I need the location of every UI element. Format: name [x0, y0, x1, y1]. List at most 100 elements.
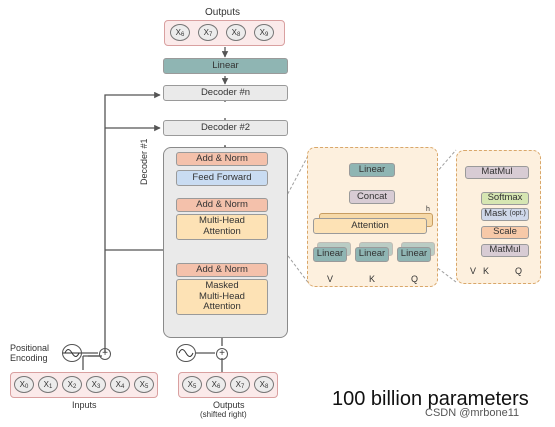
- add-norm-label: Add & Norm: [196, 263, 248, 275]
- output-token-base: X: [203, 28, 209, 37]
- input-token-subscript: 5: [145, 383, 149, 390]
- add-norm-label: Add & Norm: [196, 152, 248, 164]
- attention-label: Attention: [351, 219, 389, 231]
- shifted-token-subscript: 6: [217, 383, 221, 390]
- shifted-token-subscript: 5: [193, 383, 197, 390]
- sine-wave-icon-right: [176, 344, 196, 362]
- decoder-2-label: Decoder #2: [200, 121, 251, 133]
- matmul-top-label: MatMul: [481, 166, 513, 178]
- scale-label: Scale: [493, 226, 517, 238]
- shifted-right-label: (shifted right): [200, 410, 247, 419]
- sd-input-v: V: [470, 266, 477, 276]
- watermark-text: CSDN @mrbone11: [425, 407, 520, 419]
- linear-label: Linear: [212, 59, 239, 71]
- positional-encoding-label: Positional Encoding: [10, 343, 50, 364]
- mh-input-v: V: [327, 274, 334, 284]
- input-token-base: X: [115, 380, 121, 389]
- shifted-token-subscript: 8: [265, 383, 269, 390]
- output-token-base: X: [231, 28, 237, 37]
- feed-forward-box: Feed Forward: [176, 170, 268, 186]
- caption-text: 100 billion parameters: [332, 388, 529, 410]
- mask-box: Mask (opt.): [481, 208, 529, 221]
- softmax-label: Softmax: [487, 192, 523, 204]
- add-icon-left: +: [99, 348, 111, 360]
- input-token-base: X: [139, 380, 145, 389]
- shifted-token-base: X: [259, 380, 265, 389]
- heads-label: h: [426, 206, 430, 213]
- mh-linear-label: Linear: [316, 248, 344, 260]
- sine-wave-icon-left: [62, 344, 82, 362]
- mh-linear-box: Linear: [397, 247, 431, 262]
- output-token-subscript: 7: [209, 31, 213, 38]
- input-token-base: X: [43, 380, 49, 389]
- decoder-1-title: Decoder #1: [139, 138, 149, 185]
- attention-box: Attention: [313, 218, 427, 234]
- add-icon-right: +: [216, 348, 228, 360]
- softmax-box: Softmax: [481, 192, 529, 205]
- input-token-subscript: 0: [25, 383, 29, 390]
- input-token-subscript: 3: [97, 383, 101, 390]
- linear-output-box: Linear: [163, 58, 288, 74]
- mh-linear-top-box: Linear: [349, 163, 395, 177]
- masked-multi-head-attention-box: Masked Multi-Head Attention: [176, 279, 268, 315]
- input-token-subscript: 1: [49, 383, 53, 390]
- concat-label: Concat: [356, 190, 388, 202]
- input-token-subscript: 2: [73, 383, 77, 390]
- multi-head-attention-label: Multi-Head Attention: [199, 215, 245, 237]
- scale-box: Scale: [481, 226, 529, 239]
- decoder-n-box: Decoder #n: [163, 85, 288, 101]
- output-token-subscript: 9: [265, 31, 269, 38]
- output-token-base: X: [175, 28, 181, 37]
- add-norm-box-middle: Add & Norm: [176, 198, 268, 212]
- input-token-base: X: [67, 380, 73, 389]
- output-token-subscript: 8: [237, 31, 241, 38]
- add-norm-box-bottom: Add & Norm: [176, 263, 268, 277]
- shifted-token-base: X: [211, 380, 217, 389]
- sd-input-k: K: [483, 266, 490, 276]
- multi-head-attention-box: Multi-Head Attention: [176, 214, 268, 240]
- output-token-base: X: [259, 28, 265, 37]
- input-token-subscript: 4: [121, 383, 125, 390]
- matmul-top-box: MatMul: [465, 166, 529, 179]
- sd-input-q: Q: [515, 266, 523, 276]
- mh-linear-label: Linear: [400, 248, 428, 260]
- shifted-token-base: X: [235, 380, 241, 389]
- inputs-label: Inputs: [72, 400, 97, 410]
- mask-optional-label: (opt.): [509, 210, 526, 218]
- mh-linear-top-label: Linear: [358, 163, 386, 175]
- mh-input-q: Q: [411, 274, 419, 284]
- mh-linear-label: Linear: [358, 248, 386, 260]
- add-norm-label: Add & Norm: [196, 198, 248, 210]
- input-tokens-panel: [10, 372, 158, 398]
- mh-linear-box: Linear: [313, 247, 347, 262]
- input-token-base: X: [19, 380, 25, 389]
- outputs-title: Outputs: [205, 7, 241, 18]
- feed-forward-label: Feed Forward: [192, 171, 252, 183]
- mh-linear-box: Linear: [355, 247, 389, 262]
- add-norm-box-top: Add & Norm: [176, 152, 268, 166]
- matmul-bottom-box: MatMul: [481, 244, 529, 257]
- masked-multi-head-attention-label: Masked Multi-Head Attention: [199, 279, 245, 313]
- shifted-token-subscript: 7: [241, 383, 245, 390]
- mh-input-k: K: [369, 274, 376, 284]
- input-token-base: X: [91, 380, 97, 389]
- concat-box: Concat: [349, 190, 395, 204]
- decoder-n-label: Decoder #n: [200, 86, 251, 98]
- mask-label: Mask: [484, 208, 507, 220]
- decoder-2-box: Decoder #2: [163, 120, 288, 136]
- shifted-token-base: X: [187, 380, 193, 389]
- output-token-subscript: 6: [181, 31, 185, 38]
- shifted-outputs-label: Outputs: [213, 400, 245, 410]
